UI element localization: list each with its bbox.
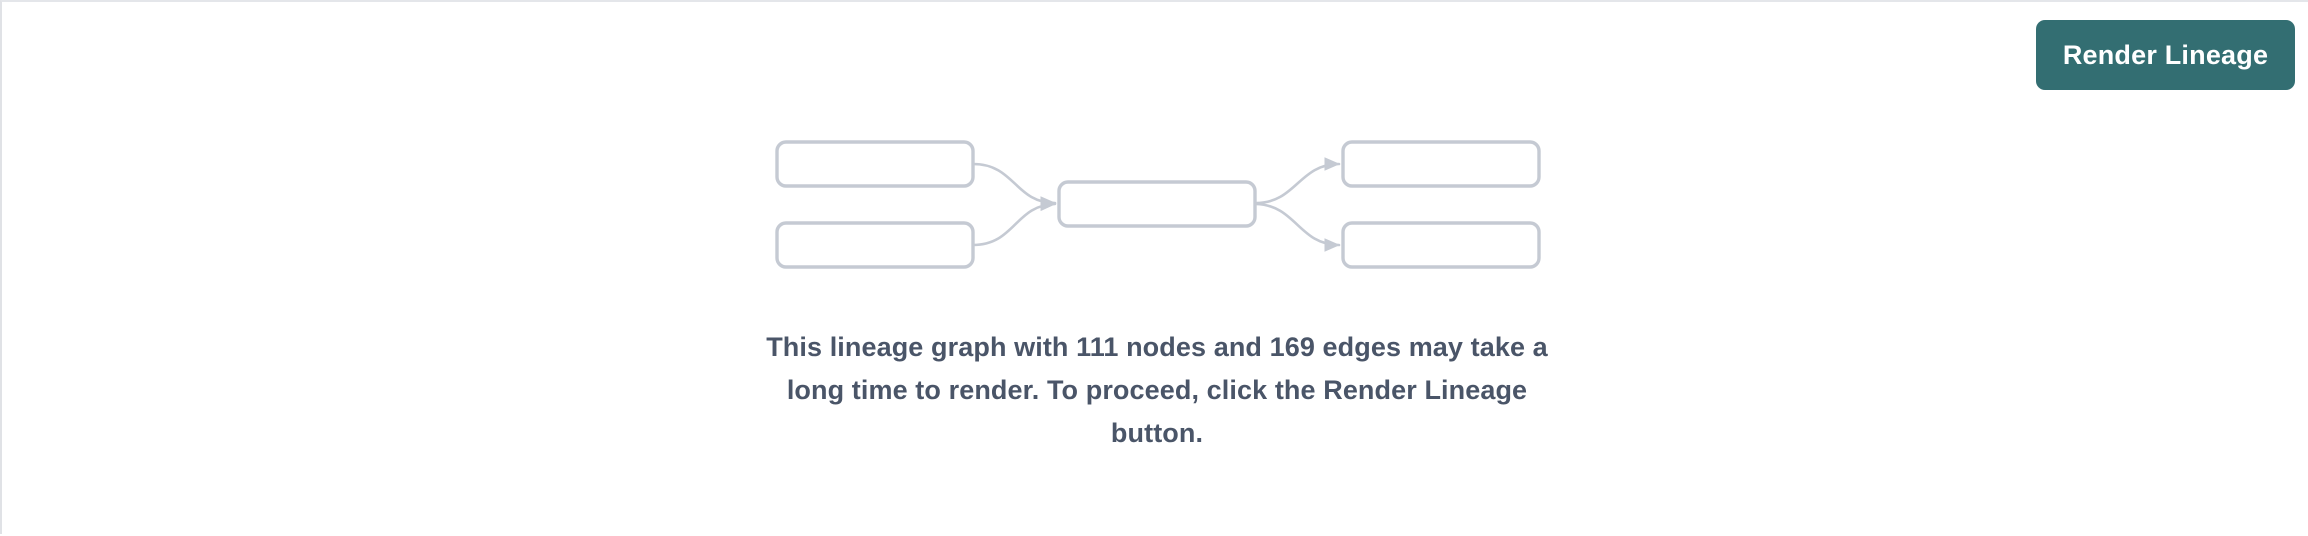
placeholder-graph-edges: [971, 157, 1341, 252]
placeholder-node-center-1: [1057, 180, 1257, 228]
placeholder-graph-nodes: [775, 140, 1541, 269]
placeholder-node-upstream-1: [775, 140, 975, 188]
edge-center-1-to-downstream-1: [1254, 157, 1341, 205]
placeholder-node-downstream-2: [1341, 221, 1541, 269]
edge-upstream-2-to-center-1: [971, 197, 1057, 247]
placeholder-node-downstream-1: [1341, 140, 1541, 188]
placeholder-graph-svg: [775, 140, 1541, 269]
lineage-placeholder-graph: [747, 120, 1567, 285]
placeholder-node-upstream-2: [775, 221, 975, 269]
render-lineage-button[interactable]: Render Lineage: [2036, 20, 2295, 90]
edge-upstream-1-to-center-1: [971, 162, 1057, 210]
lineage-empty-state-message: This lineage graph with 111 nodes and 16…: [766, 332, 1548, 448]
edge-center-1-to-downstream-2: [1254, 202, 1341, 252]
